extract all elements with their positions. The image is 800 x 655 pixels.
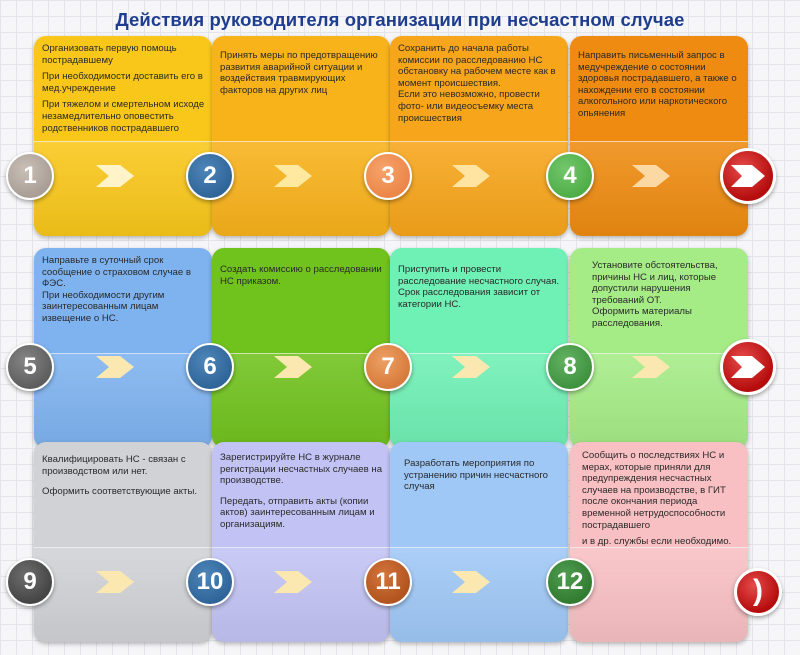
arrow-right-icon xyxy=(452,571,490,593)
arrow-right-icon xyxy=(731,165,765,187)
arrow-right-icon xyxy=(632,165,670,187)
step-number-2: 2 xyxy=(186,152,234,200)
arrow-right-icon xyxy=(96,165,134,187)
step-card-12: Сообщить о последствиях НС и мерах, кото… xyxy=(570,442,748,642)
step-number-1: 1 xyxy=(6,152,54,200)
row-end-arrow-icon xyxy=(720,148,776,204)
row-end-arrow-icon xyxy=(720,339,776,395)
end-symbol: ) xyxy=(753,573,763,607)
arrow-right-icon xyxy=(96,571,134,593)
arrow-right-icon xyxy=(274,571,312,593)
arrow-right-icon xyxy=(731,356,765,378)
arrow-right-icon xyxy=(452,356,490,378)
step-10-text-1: Зарегистрируйте НС в журнале регистрации… xyxy=(220,452,383,487)
step-4-text-1: Направить письменный запрос в медучрежде… xyxy=(578,50,737,119)
step-card-7: Приступить и провести расследование несч… xyxy=(390,248,568,448)
step-number-4: 4 xyxy=(546,152,594,200)
step-8-text-2: Оформить материалы расследования. xyxy=(592,306,692,329)
step-5-text-2: При необходимости другим заинтересованны… xyxy=(42,289,165,324)
arrow-right-icon xyxy=(274,356,312,378)
step-card-4: Направить письменный запрос в медучрежде… xyxy=(570,36,748,236)
step-12-text-2: и в др. службы если необходимо. xyxy=(582,536,732,548)
step-number-10: 10 xyxy=(186,558,234,606)
step-number-12: 12 xyxy=(546,558,594,606)
step-9-text-1: Квалифицировать НС - связан с производст… xyxy=(42,454,186,477)
step-7-text-1: Приступить и провести расследование несч… xyxy=(398,264,560,287)
step-9-text-2: Оформить соответствующие акты. xyxy=(42,486,198,498)
step-number-6: 6 xyxy=(186,343,234,391)
step-8-text-1: Установите обстоятельства, причины НС и … xyxy=(592,260,718,306)
step-10-text-2: Передать, отправить акты (копии актов) з… xyxy=(220,495,375,530)
step-5-text-1: Направьте в суточный срок сообщение о ст… xyxy=(42,255,191,290)
step-number-8: 8 xyxy=(546,343,594,391)
arrow-right-icon xyxy=(274,165,312,187)
page-title: Действия руководителя организации при не… xyxy=(115,9,685,30)
step-card-5: Направьте в суточный срок сообщение о ст… xyxy=(34,248,212,448)
step-1-text-2: При необходимости доставить его в мед.уч… xyxy=(42,71,203,94)
arrow-right-icon xyxy=(452,165,490,187)
step-1-text-3: При тяжелом и смертельном исходе незамед… xyxy=(42,99,205,134)
step-3-text-1: Сохранить до начала работы комиссии по р… xyxy=(398,43,556,89)
step-number-5: 5 xyxy=(6,343,54,391)
step-card-1: Организовать первую помощь пострадавшему… xyxy=(34,36,212,236)
step-card-6: Создать комиссию о расследовании НС прик… xyxy=(212,248,390,448)
step-3-text-2: Если это невозможно, провести фото- или … xyxy=(398,89,540,124)
step-2-text-1: Принять меры по предотвращению развития … xyxy=(220,50,378,96)
step-card-10: Зарегистрируйте НС в журнале регистрации… xyxy=(212,442,390,642)
step-card-11: Разработать мероприятия по устранению пр… xyxy=(390,442,568,642)
arrow-right-icon xyxy=(632,356,670,378)
end-circle: ) xyxy=(734,568,782,616)
step-card-3: Сохранить до начала работы комиссии по р… xyxy=(390,36,568,236)
step-card-9: Квалифицировать НС - связан с производст… xyxy=(34,442,212,642)
step-card-2: Принять меры по предотвращению развития … xyxy=(212,36,390,236)
step-1-text-1: Организовать первую помощь пострадавшему xyxy=(42,43,177,66)
step-card-8: Установите обстоятельства, причины НС и … xyxy=(570,248,748,448)
step-number-9: 9 xyxy=(6,558,54,606)
arrow-right-icon xyxy=(96,356,134,378)
step-11-text-1: Разработать мероприятия по устранению пр… xyxy=(404,458,549,493)
step-7-text-2: Срок расследования зависит от категории … xyxy=(398,287,541,310)
step-6-text-1: Создать комиссию о расследовании НС прик… xyxy=(220,264,382,287)
step-number-7: 7 xyxy=(364,343,412,391)
step-12-text-1: Сообщить о последствиях НС и мерах, кото… xyxy=(582,450,726,531)
step-number-3: 3 xyxy=(364,152,412,200)
step-number-11: 11 xyxy=(364,558,412,606)
